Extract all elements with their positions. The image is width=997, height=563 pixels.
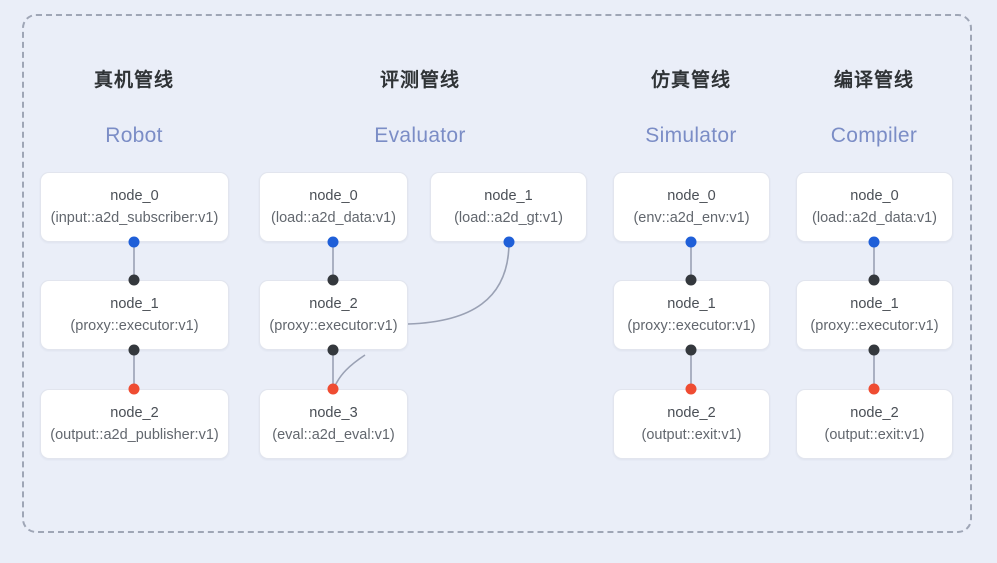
node-spec: (output::a2d_publisher:v1) xyxy=(50,426,219,443)
port-input-evaluator-node-2[interactable] xyxy=(327,274,339,286)
node-spec: (load::a2d_gt:v1) xyxy=(454,209,563,226)
port-output-evaluator-node-0[interactable] xyxy=(327,236,339,248)
node-spec: (proxy::executor:v1) xyxy=(627,317,756,334)
node-spec: (env::a2d_env:v1) xyxy=(633,209,750,226)
column-header-en-evaluator: Evaluator xyxy=(374,124,466,147)
node-spec: (proxy::executor:v1) xyxy=(269,317,398,334)
node-spec: (output::exit:v1) xyxy=(641,426,742,443)
port-input-robot-node-2[interactable] xyxy=(128,383,140,395)
node-box-robot-node-0[interactable]: node_0 (input::a2d_subscriber:v1) xyxy=(40,172,229,242)
node-label: node_0 xyxy=(110,188,159,205)
column-header-en-compiler: Compiler xyxy=(830,124,918,147)
port-input-simulator-node-1[interactable] xyxy=(685,274,697,286)
node-label: node_0 xyxy=(309,188,358,205)
node-label: node_1 xyxy=(667,296,716,313)
port-output-robot-node-0[interactable] xyxy=(128,236,140,248)
node-label: node_2 xyxy=(667,405,716,422)
column-header-cn-evaluator: 评测管线 xyxy=(379,70,461,91)
port-output-compiler-node-0[interactable] xyxy=(868,236,880,248)
node-spec: (proxy::executor:v1) xyxy=(70,317,199,334)
port-output-simulator-node-1[interactable] xyxy=(685,344,697,356)
node-box-evaluator-node-2[interactable]: node_2 (proxy::executor:v1) xyxy=(259,280,408,350)
node-box-robot-node-1[interactable]: node_1 (proxy::executor:v1) xyxy=(40,280,229,350)
port-input-evaluator-node-3[interactable] xyxy=(327,383,339,395)
node-label: node_3 xyxy=(309,405,358,422)
node-spec: (load::a2d_data:v1) xyxy=(271,209,396,226)
column-header-cn-simulator: 仿真管线 xyxy=(650,70,732,91)
column-header-en-simulator: Simulator xyxy=(645,124,737,147)
column-header-cn-robot: 真机管线 xyxy=(93,70,175,91)
port-input-simulator-node-2[interactable] xyxy=(685,383,697,395)
node-box-compiler-node-0[interactable]: node_0 (load::a2d_data:v1) xyxy=(796,172,953,242)
port-input-compiler-node-2[interactable] xyxy=(868,383,880,395)
node-box-compiler-node-2[interactable]: node_2 (output::exit:v1) xyxy=(796,389,953,459)
port-input-compiler-node-1[interactable] xyxy=(868,274,880,286)
port-output-simulator-node-0[interactable] xyxy=(685,236,697,248)
node-label: node_1 xyxy=(484,188,533,205)
node-box-evaluator-node-0[interactable]: node_0 (load::a2d_data:v1) xyxy=(259,172,408,242)
node-label: node_2 xyxy=(850,405,899,422)
port-output-evaluator-node-2[interactable] xyxy=(327,344,339,356)
port-output-robot-node-1[interactable] xyxy=(128,344,140,356)
column-header-en-robot: Robot xyxy=(105,124,163,147)
node-spec: (load::a2d_data:v1) xyxy=(812,209,937,226)
node-label: node_1 xyxy=(850,296,899,313)
port-output-compiler-node-1[interactable] xyxy=(868,344,880,356)
node-spec: (eval::a2d_eval:v1) xyxy=(272,426,395,443)
node-label: node_1 xyxy=(110,296,159,313)
column-header-cn-compiler: 编译管线 xyxy=(833,70,915,91)
node-label: node_2 xyxy=(110,405,159,422)
node-box-compiler-node-1[interactable]: node_1 (proxy::executor:v1) xyxy=(796,280,953,350)
node-box-evaluator-node-1[interactable]: node_1 (load::a2d_gt:v1) xyxy=(430,172,587,242)
port-input-robot-node-1[interactable] xyxy=(128,274,140,286)
dashed-group-boundary xyxy=(22,14,972,533)
node-box-evaluator-node-3[interactable]: node_3 (eval::a2d_eval:v1) xyxy=(259,389,408,459)
node-label: node_0 xyxy=(667,188,716,205)
node-box-simulator-node-2[interactable]: node_2 (output::exit:v1) xyxy=(613,389,770,459)
node-box-robot-node-2[interactable]: node_2 (output::a2d_publisher:v1) xyxy=(40,389,229,459)
node-spec: (input::a2d_subscriber:v1) xyxy=(50,209,219,226)
node-spec: (proxy::executor:v1) xyxy=(810,317,939,334)
node-label: node_0 xyxy=(850,188,899,205)
node-label: node_2 xyxy=(309,296,358,313)
port-output-evaluator-node-1[interactable] xyxy=(503,236,515,248)
node-spec: (output::exit:v1) xyxy=(824,426,925,443)
node-box-simulator-node-0[interactable]: node_0 (env::a2d_env:v1) xyxy=(613,172,770,242)
node-box-simulator-node-1[interactable]: node_1 (proxy::executor:v1) xyxy=(613,280,770,350)
